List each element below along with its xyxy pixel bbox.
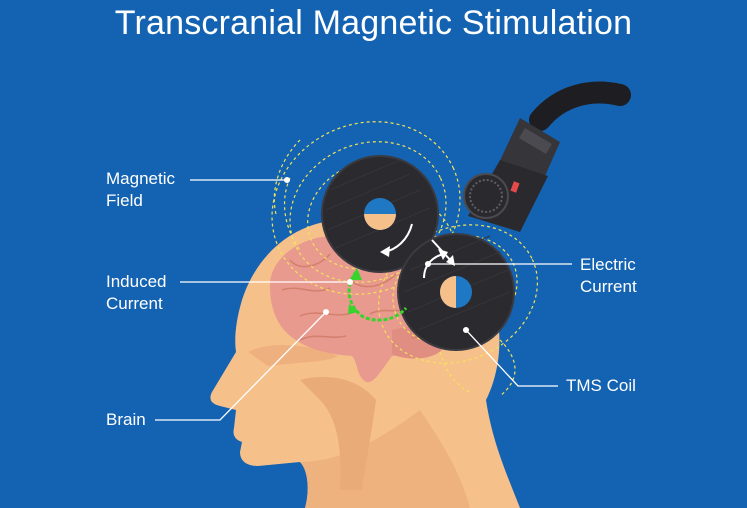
leader-lines [155, 176, 572, 421]
label-tms-coil-text: TMS Coil [566, 376, 636, 395]
coil-right-hole-skin [440, 276, 456, 308]
label-electric-current-line2: Current [580, 277, 637, 296]
induced-current-arrowheads [348, 268, 362, 314]
label-magnetic-field-line2: Field [106, 191, 143, 210]
label-induced-current-line1: Induced [106, 272, 167, 291]
brain-dot [322, 308, 330, 316]
label-magnetic-field: Magnetic Field [106, 168, 175, 212]
label-induced-current: Induced Current [106, 271, 167, 315]
throat-cavity [300, 376, 376, 490]
label-induced-current-line2: Current [106, 294, 163, 313]
nasal-cavity [248, 345, 338, 366]
coil-left-hole-skin [364, 214, 396, 230]
label-electric-current: Electric Current [580, 254, 637, 298]
label-tms-coil: TMS Coil [566, 375, 636, 397]
brain-leader [155, 311, 327, 421]
tms-coil-dot [462, 326, 470, 334]
electric-current-dot [424, 260, 432, 268]
coil-handle [463, 81, 631, 232]
label-brain-text: Brain [106, 410, 146, 429]
induced-current-dot [346, 278, 354, 286]
tms-coil-leader [465, 329, 558, 387]
handle-stripe [519, 128, 552, 154]
status-light [510, 181, 520, 193]
control-dial-face [469, 179, 503, 213]
electric-current-arrowheads [380, 246, 455, 266]
label-electric-current-line1: Electric [580, 255, 636, 274]
label-magnetic-field-line1: Magnetic [106, 169, 175, 188]
magnetic-field-dot [283, 176, 291, 184]
cable [529, 81, 631, 131]
label-brain: Brain [106, 409, 146, 431]
diagram-title: Transcranial Magnetic Stimulation [114, 4, 633, 42]
